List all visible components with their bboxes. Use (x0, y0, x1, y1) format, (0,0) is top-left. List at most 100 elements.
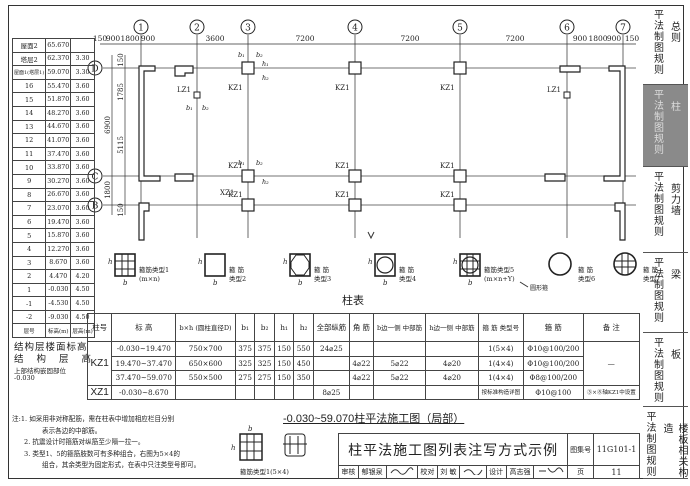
shear-wall (174, 65, 194, 77)
title-block: 柱平法施工图列表注写方式示例 图集号 11G101-1 审核 郁银泉 校对 刘 … (337, 433, 640, 479)
table-cell: 150 (273, 341, 295, 357)
stirrup-type-1-icon: bh (108, 253, 136, 287)
column-label: XZ1 (220, 189, 234, 197)
table-cell: 1(4×4) (477, 355, 525, 371)
stirrup-label: 箍 筋 (229, 265, 245, 274)
stirrup-type-6-icon (548, 252, 572, 276)
chapter-tab-2[interactable]: 平法制图规则柱 (643, 85, 688, 167)
axis-label: 4 (352, 24, 358, 34)
table-cell: Φ10@100 (523, 384, 584, 400)
table-cell: 19.470~37.470 (111, 355, 177, 371)
column-kz1 (348, 61, 362, 75)
axis-bubble (133, 19, 149, 35)
chapter-tab-3[interactable]: 平法制图规则剪力墙 (643, 167, 688, 253)
reviewer-name: 郁银泉 (357, 465, 387, 479)
chapter-tab-6[interactable]: 平法制图规则楼板相关构造 (643, 407, 688, 479)
round-bar-label: 圆形箍 (530, 284, 548, 292)
floor-header-row: 层号标高(m)层高(m) (11, 323, 95, 339)
column-label: KZ1 (335, 84, 350, 92)
chapter-tab-1[interactable]: 平法制图规则总则 (643, 5, 688, 85)
dimension-text: 7200 (295, 34, 314, 43)
table-cell: 325 (254, 355, 275, 371)
stirrup-h: h (368, 258, 373, 266)
table-cell: 325 (234, 355, 256, 371)
floor-height: 3.60 (70, 160, 95, 175)
stirrup-type-5-icon: bh (453, 253, 481, 287)
column-label: KZ1 (335, 191, 350, 199)
tab-label: 平法制图规则 (651, 257, 663, 323)
dimension-text: 150 (93, 34, 108, 43)
designer-name: 高志强 (505, 465, 535, 479)
column-header: 角 筋 (348, 313, 374, 342)
floor-height: 3.60 (70, 173, 95, 189)
table-cell (312, 355, 350, 371)
table-cell: 275 (234, 370, 256, 386)
column-header: 箍 筋 (523, 313, 584, 342)
stirrup-b: b (383, 279, 388, 287)
stirrup-ties (614, 253, 636, 275)
floor-elevation: 33.870 (45, 160, 72, 175)
stirrup-label: 类型3 (314, 274, 331, 283)
designer-signature (533, 465, 569, 479)
table-cell: Φ8@100/200 (523, 370, 584, 386)
tab-subject: 梁 (668, 269, 680, 280)
floor-height: 3.60 (70, 92, 95, 107)
dimension-text: 3600 (205, 34, 224, 43)
floor-header-elev: 标高(m) (45, 323, 72, 339)
floor-number: -1 (11, 296, 47, 311)
stirrup-label: 箍 筋 (578, 265, 594, 274)
floor-elevation: 8.670 (45, 255, 72, 271)
chapter-tab-5[interactable]: 平法制图规则板 (643, 333, 688, 407)
floor-number: 10 (11, 160, 47, 175)
column-header: b×h (圆柱直径D) (175, 313, 236, 342)
column-header: 备 注 (582, 313, 641, 342)
stirrup-label: 类型7 (643, 274, 660, 283)
floor-caption-elevation: 结构层楼面标高 (14, 342, 88, 353)
table-cell: 350 (293, 370, 314, 386)
table-cell: 1(4×4) (477, 370, 525, 386)
dimension-symbol: b₂ (256, 51, 263, 59)
table-cell: 750×700 (175, 341, 236, 357)
chapter-tab-4[interactable]: 平法制图规则梁 (643, 253, 688, 333)
floor-number: 9 (11, 173, 47, 189)
table-cell (312, 370, 350, 386)
table-cell: ③×⑧轴KZ1中设置 (582, 384, 641, 400)
floor-height: 3.60 (70, 133, 95, 148)
floor-elevation: 4.470 (45, 269, 72, 284)
floor-height: 3.60 (70, 228, 95, 243)
column-header: h₂ (293, 313, 314, 342)
shear-wall (544, 173, 566, 182)
column-kz1 (241, 198, 255, 212)
stirrup-b: b (123, 279, 128, 287)
floor-number: 16 (11, 78, 47, 94)
stirrup-ties (460, 254, 480, 276)
tab-label: 平法制图规则 (651, 337, 663, 403)
table-cell: 550×500 (175, 370, 236, 386)
axis-label: D (91, 65, 98, 75)
stirrup-label: (m×n+Y) (484, 275, 515, 283)
axis-bubble (559, 19, 575, 35)
dimension-text: 150 (117, 53, 125, 66)
column-label: KZ1 (440, 84, 455, 92)
table-cell: -0.030~8.670 (111, 384, 177, 400)
stirrup-example-icon: b h (231, 425, 307, 461)
floor-elevation: 62.370 (45, 51, 72, 67)
example-caption: 箍筋类型1(5×4) (240, 468, 289, 476)
column-header: 箍 筋 类型号 (477, 313, 525, 342)
note-line: 组合，其余类型为固定形式，在表中只注类型号即可。 (42, 461, 201, 469)
note-line: 3. 类型1、5的箍筋肢数可有多种组合，右图为5×4的 (24, 449, 180, 458)
stirrup-label: 箍 筋 (399, 265, 415, 274)
tab-label: 平法制图规则 (651, 89, 663, 155)
floor-height: 3.60 (70, 146, 95, 162)
column-label: KZ1 (228, 84, 243, 92)
